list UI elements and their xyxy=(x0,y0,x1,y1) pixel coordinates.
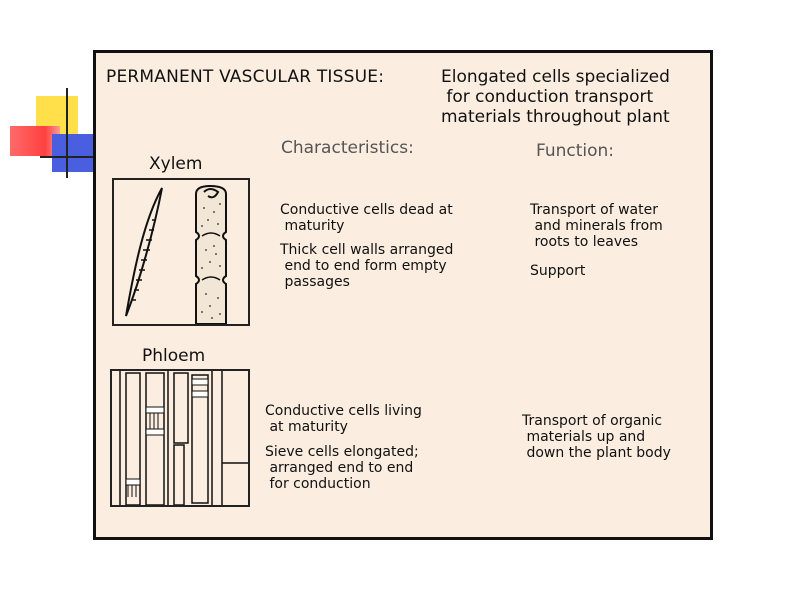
vascular-tissue-panel: PERMANENT VASCULAR TISSUE: Elongated cel… xyxy=(93,50,713,540)
xylem-illustration xyxy=(112,178,250,326)
phloem-characteristic-1: Conductive cells living at maturity xyxy=(265,403,422,435)
decorative-horizontal-line xyxy=(40,156,96,158)
xylem-function-2: Support xyxy=(530,263,586,279)
phloem-function-1: Transport of organic materials up and do… xyxy=(522,413,671,461)
xylem-function-1: Transport of water and minerals from roo… xyxy=(530,202,663,250)
function-heading: Function: xyxy=(536,141,615,161)
panel-title-description: Elongated cells specialized for conducti… xyxy=(441,67,670,127)
phloem-illustration xyxy=(110,369,250,507)
decorative-blue-square xyxy=(52,134,94,172)
xylem-label: Xylem xyxy=(149,154,203,174)
decorative-red-bar xyxy=(10,126,60,156)
panel-title: PERMANENT VASCULAR TISSUE: xyxy=(106,67,385,87)
decorative-vertical-line xyxy=(66,88,68,178)
phloem-label: Phloem xyxy=(142,346,206,366)
xylem-characteristic-1: Conductive cells dead at maturity xyxy=(280,202,453,234)
characteristics-heading: Characteristics: xyxy=(281,138,414,158)
xylem-characteristic-2: Thick cell walls arranged end to end for… xyxy=(280,242,454,290)
phloem-characteristic-2: Sieve cells elongated; arranged end to e… xyxy=(265,444,419,492)
